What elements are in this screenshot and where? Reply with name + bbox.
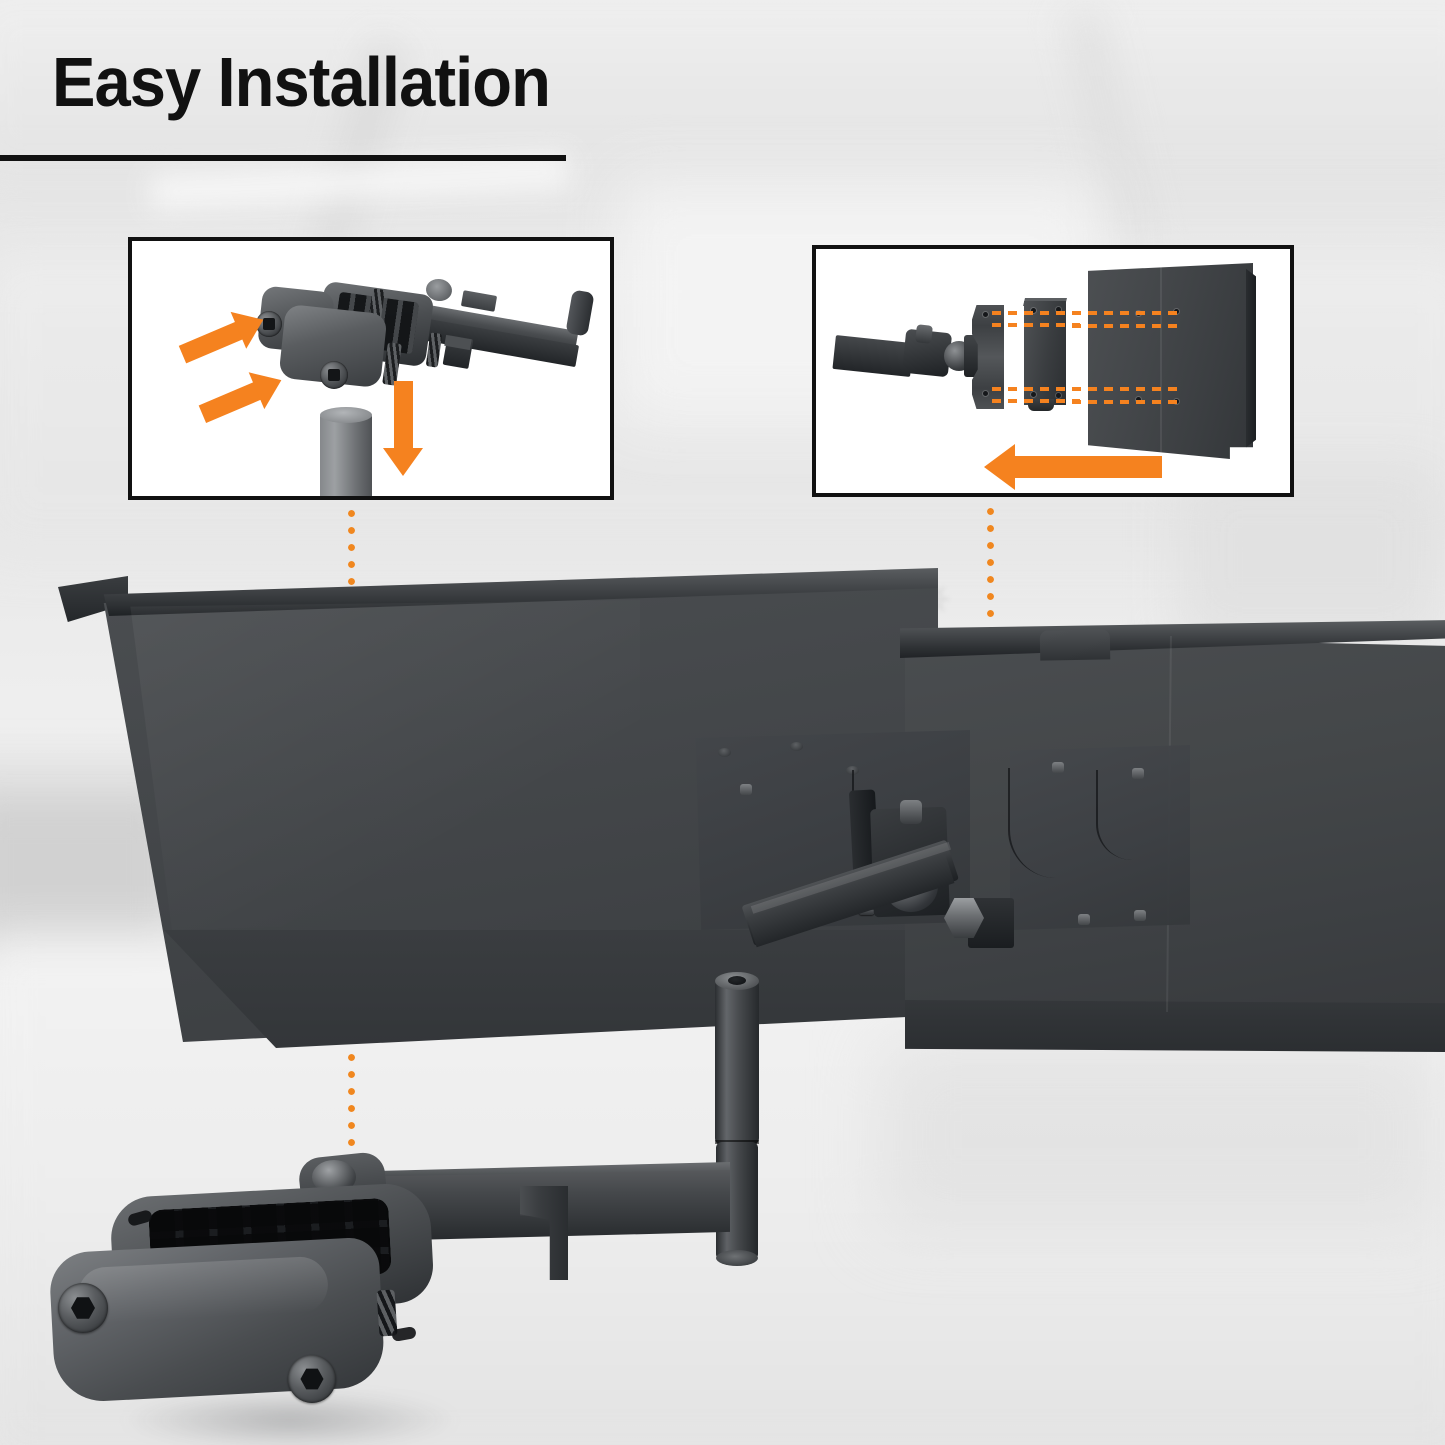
inset2-monitor-edge xyxy=(1246,268,1256,448)
inset1-support-pole xyxy=(320,413,372,496)
vesa-hole xyxy=(983,391,988,396)
inset2-monitor-seam xyxy=(1160,265,1162,453)
vesa-hole xyxy=(1136,397,1141,402)
vesa-hole xyxy=(983,312,988,317)
vesa-screw xyxy=(740,784,752,795)
vesa-alignment-guide xyxy=(992,323,1080,327)
background-soft-shadow xyxy=(880,1040,1440,1230)
elbow-foot xyxy=(716,1250,758,1266)
page-title: Easy Installation xyxy=(52,43,551,121)
cable-run xyxy=(1008,768,1056,878)
title-underline xyxy=(0,155,566,161)
vesa-alignment-guide xyxy=(1072,311,1184,315)
vesa-screw xyxy=(1134,910,1146,921)
inset1-arm-end-cap xyxy=(565,289,595,337)
vesa-alignment-guide xyxy=(992,399,1080,403)
elbow-joint xyxy=(715,978,759,1146)
background-desk-box xyxy=(0,800,170,950)
vesa-alignment-guide xyxy=(1072,324,1184,328)
right-monitor-top-lip xyxy=(1039,629,1111,661)
vesa-hole xyxy=(1031,392,1036,397)
vesa-dimple xyxy=(790,742,803,751)
head-pin xyxy=(900,800,922,824)
inset1-adjustment-screw-lower xyxy=(320,361,348,389)
arrow-right-icon-upper-screw xyxy=(178,321,244,364)
left-monitor-bottom-bezel xyxy=(164,930,948,1048)
inset1-support-pole-top xyxy=(320,407,372,423)
vesa-alignment-guide xyxy=(992,387,1080,391)
elbow-cap-screw xyxy=(715,972,759,990)
cable-run xyxy=(1096,770,1132,860)
inset2-arm-end xyxy=(832,335,914,377)
clamp-slot xyxy=(391,1326,417,1342)
vesa-hole xyxy=(1031,308,1036,313)
arrow-down-icon-pole-insert xyxy=(383,381,423,476)
vesa-alignment-guide xyxy=(1072,387,1184,391)
vesa-dimple xyxy=(718,748,731,757)
vesa-hole xyxy=(1056,307,1061,312)
inset-step-1-pole-mount xyxy=(128,237,614,500)
arrow-right-icon-lower-screw xyxy=(198,382,262,423)
arrow-left-icon-monitor-slide xyxy=(984,444,1162,490)
clamp-shadow xyxy=(120,1390,460,1445)
background-chair xyxy=(1180,470,1440,640)
clamp-hex-bolt-right xyxy=(288,1355,336,1403)
inset1-arm-segment xyxy=(460,290,498,312)
vesa-hole xyxy=(1056,393,1061,398)
left-monitor-highlight xyxy=(130,600,640,930)
inset2-monitor-back xyxy=(1088,263,1253,459)
vesa-alignment-guide xyxy=(992,311,1080,315)
vesa-screw xyxy=(1052,762,1064,773)
vesa-screw xyxy=(1078,914,1090,925)
right-monitor-bottom-bezel xyxy=(905,1000,1445,1052)
vesa-alignment-guide xyxy=(1072,400,1184,404)
clamp-hex-bolt-left xyxy=(58,1283,108,1333)
inset2-joint-pin xyxy=(915,324,933,344)
inset-step-2-vesa-mount xyxy=(812,245,1294,497)
vesa-screw xyxy=(1132,768,1144,779)
